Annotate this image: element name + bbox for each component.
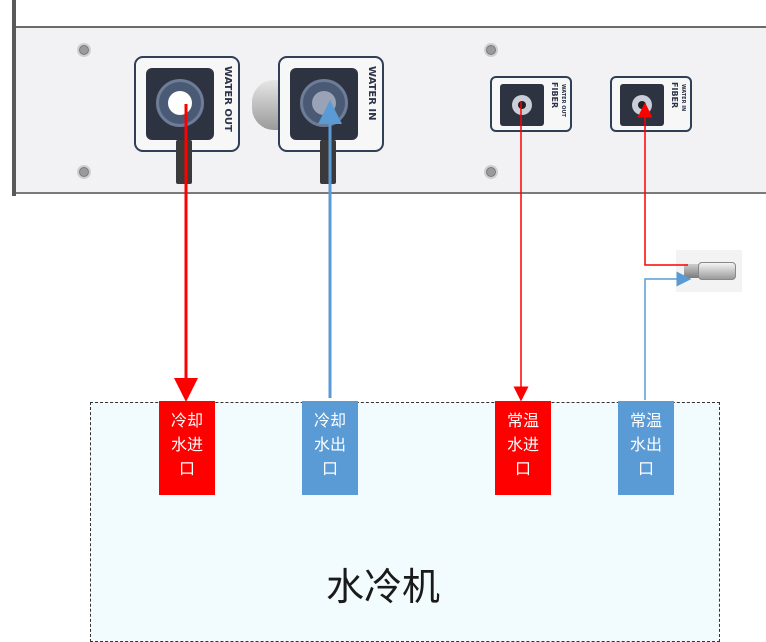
connector-line: 口 [514, 459, 531, 478]
connector-line: 水进 [506, 435, 539, 454]
connector-line: 水进 [170, 435, 203, 454]
screw-icon [77, 43, 91, 57]
connector-line: 常温 [629, 411, 662, 430]
connector-line: 口 [178, 459, 195, 478]
chiller-title: 水冷机 [325, 565, 440, 609]
connector-line: 水出 [313, 435, 346, 454]
water-out-port: WATER OUT [134, 56, 240, 152]
connector-cold-water-in: 冷却 水进 口 [159, 401, 215, 495]
connector-line: 水出 [629, 435, 662, 454]
connector-line: 冷却 [313, 411, 346, 430]
panel-left-edge [12, 0, 16, 196]
pipe-normal-water-out [644, 271, 692, 400]
water-out-label: WATER OUT [222, 66, 233, 132]
water-in-stem [320, 140, 336, 184]
fiber-out-sublabel: WATER OUT [560, 84, 566, 117]
fiber-out-hole [518, 101, 526, 109]
filter-body-icon [698, 262, 736, 280]
fiber-out-port: FIBER WATER OUT [490, 76, 572, 132]
fiber-in-label: FIBER [670, 82, 679, 109]
connector-normal-water-in: 常温 水进 口 [495, 401, 551, 495]
fiber-out-label: FIBER [550, 82, 559, 109]
water-out-hole [168, 91, 192, 115]
water-out-stem [176, 140, 192, 184]
screw-icon [77, 165, 91, 179]
connector-line: 口 [321, 459, 338, 478]
connector-line: 冷却 [170, 411, 203, 430]
screw-icon [484, 43, 498, 57]
screw-icon [484, 165, 498, 179]
water-in-label: WATER IN [366, 66, 377, 121]
connector-normal-water-out: 常温 水出 口 [618, 401, 674, 495]
connector-line: 口 [637, 459, 654, 478]
connector-line: 常温 [506, 411, 539, 430]
fiber-in-sublabel: WATER IN [680, 84, 686, 112]
pipe-fiber-in-supply [637, 102, 688, 266]
connector-cold-water-out: 冷却 水出 口 [302, 401, 358, 495]
